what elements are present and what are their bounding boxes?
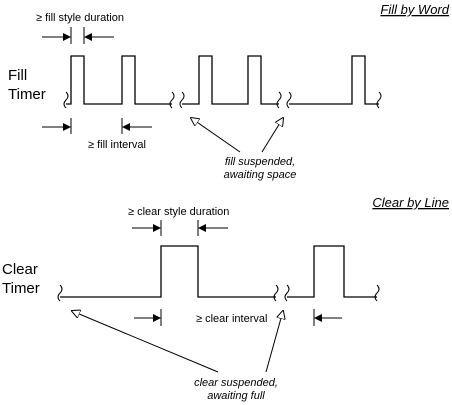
clear-heading: Clear by Line [372, 195, 449, 210]
clear-break-end [374, 284, 380, 302]
fill-waveform-segment-3 [289, 55, 379, 105]
fill-timer-label-line2: Timer [8, 86, 46, 103]
clear-timer-label-line2: Timer [2, 280, 40, 297]
clear-suspend-arrow-1 [72, 311, 219, 373]
fill-break-end [376, 91, 382, 109]
clear-break-1b [284, 284, 290, 302]
clear-break-start [57, 284, 63, 302]
fill-interval-label: ≥ fill interval [88, 139, 146, 151]
fill-duration-label: ≥ fill style duration [36, 12, 124, 24]
fill-timer-label-line1: Fill [8, 67, 27, 84]
fill-break-start [63, 91, 69, 109]
fill-break-2b [286, 91, 292, 109]
fill-waveform-segment-1 [66, 55, 172, 105]
fill-note-line1: fill suspended, [225, 156, 295, 168]
clear-timer-label-line1: Clear [2, 261, 38, 278]
fill-break-1b [179, 91, 185, 109]
fill-waveform-segment-2 [182, 55, 279, 105]
clear-waveform-segment-2 [287, 245, 377, 298]
clear-suspend-arrow-2 [265, 311, 283, 373]
fill-break-1a [169, 91, 175, 109]
clear-duration-label: ≥ clear style duration [128, 206, 229, 218]
clear-break-1a [273, 284, 279, 302]
clear-waveform-segment-1 [60, 245, 276, 298]
clear-note-line1: clear suspended, [194, 377, 278, 389]
fill-heading: Fill by Word [380, 2, 449, 17]
fill-suspend-arrow-2 [261, 118, 283, 153]
fill-suspend-arrow-1 [191, 118, 241, 153]
clear-interval-label: ≥ clear interval [196, 313, 267, 325]
fill-break-2a [276, 91, 282, 109]
clear-note-line2: awaiting full [207, 390, 265, 402]
fill-note-line2: awaiting space [224, 169, 297, 181]
